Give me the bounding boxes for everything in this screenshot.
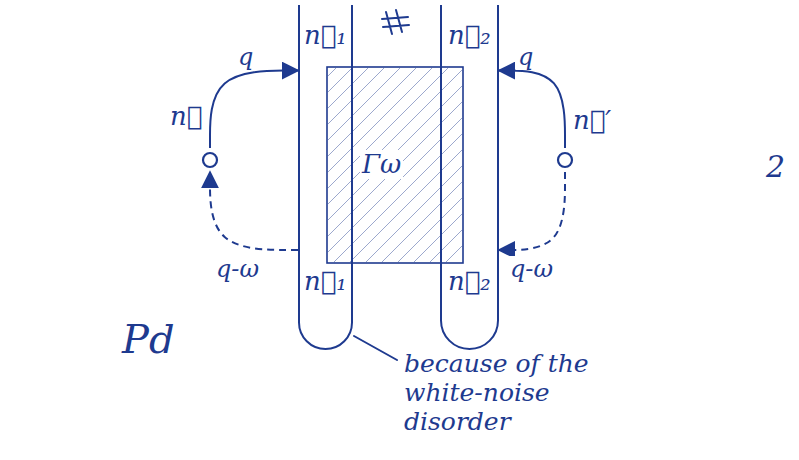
momentum-label: q (236, 44, 255, 70)
ladder-band-outline (440, 5, 499, 350)
node-label: n⃗ (168, 102, 204, 131)
propagator-line (210, 71, 298, 148)
vertex-block: Γω (326, 66, 464, 264)
propagator-line (210, 172, 298, 250)
annotation-note: because of the white-noise disorder (404, 350, 654, 436)
node-label: n⃗₁ (302, 267, 349, 296)
ladder-band: n⃗₂ n⃗₂ (440, 5, 499, 350)
momentum-label: q (516, 44, 535, 70)
node-label: Γω (360, 150, 403, 179)
momentum-label: q-ω (214, 256, 261, 282)
node-label: n⃗₁ (302, 21, 349, 50)
node-label: n⃗₂ (446, 21, 493, 50)
page-number: 2 (766, 150, 785, 185)
node-label: n⃗′ (571, 106, 613, 135)
vertex-dot: n⃗ (198, 148, 222, 172)
vertex-dot-outline (553, 148, 577, 172)
vertex-dot: n⃗′ (553, 148, 577, 172)
node-label: n⃗₂ (446, 267, 493, 296)
vertex-dot-outline (198, 148, 222, 172)
propagator-line (499, 172, 565, 250)
scribble-mark (382, 10, 409, 34)
leader-line (354, 336, 397, 360)
momentum-label: q-ω (508, 256, 555, 282)
propagator-line (499, 71, 565, 148)
ladder-band: n⃗₁ n⃗₁ (298, 5, 353, 350)
ladder-band-outline (298, 5, 353, 350)
corner-label: Pd (122, 316, 175, 362)
